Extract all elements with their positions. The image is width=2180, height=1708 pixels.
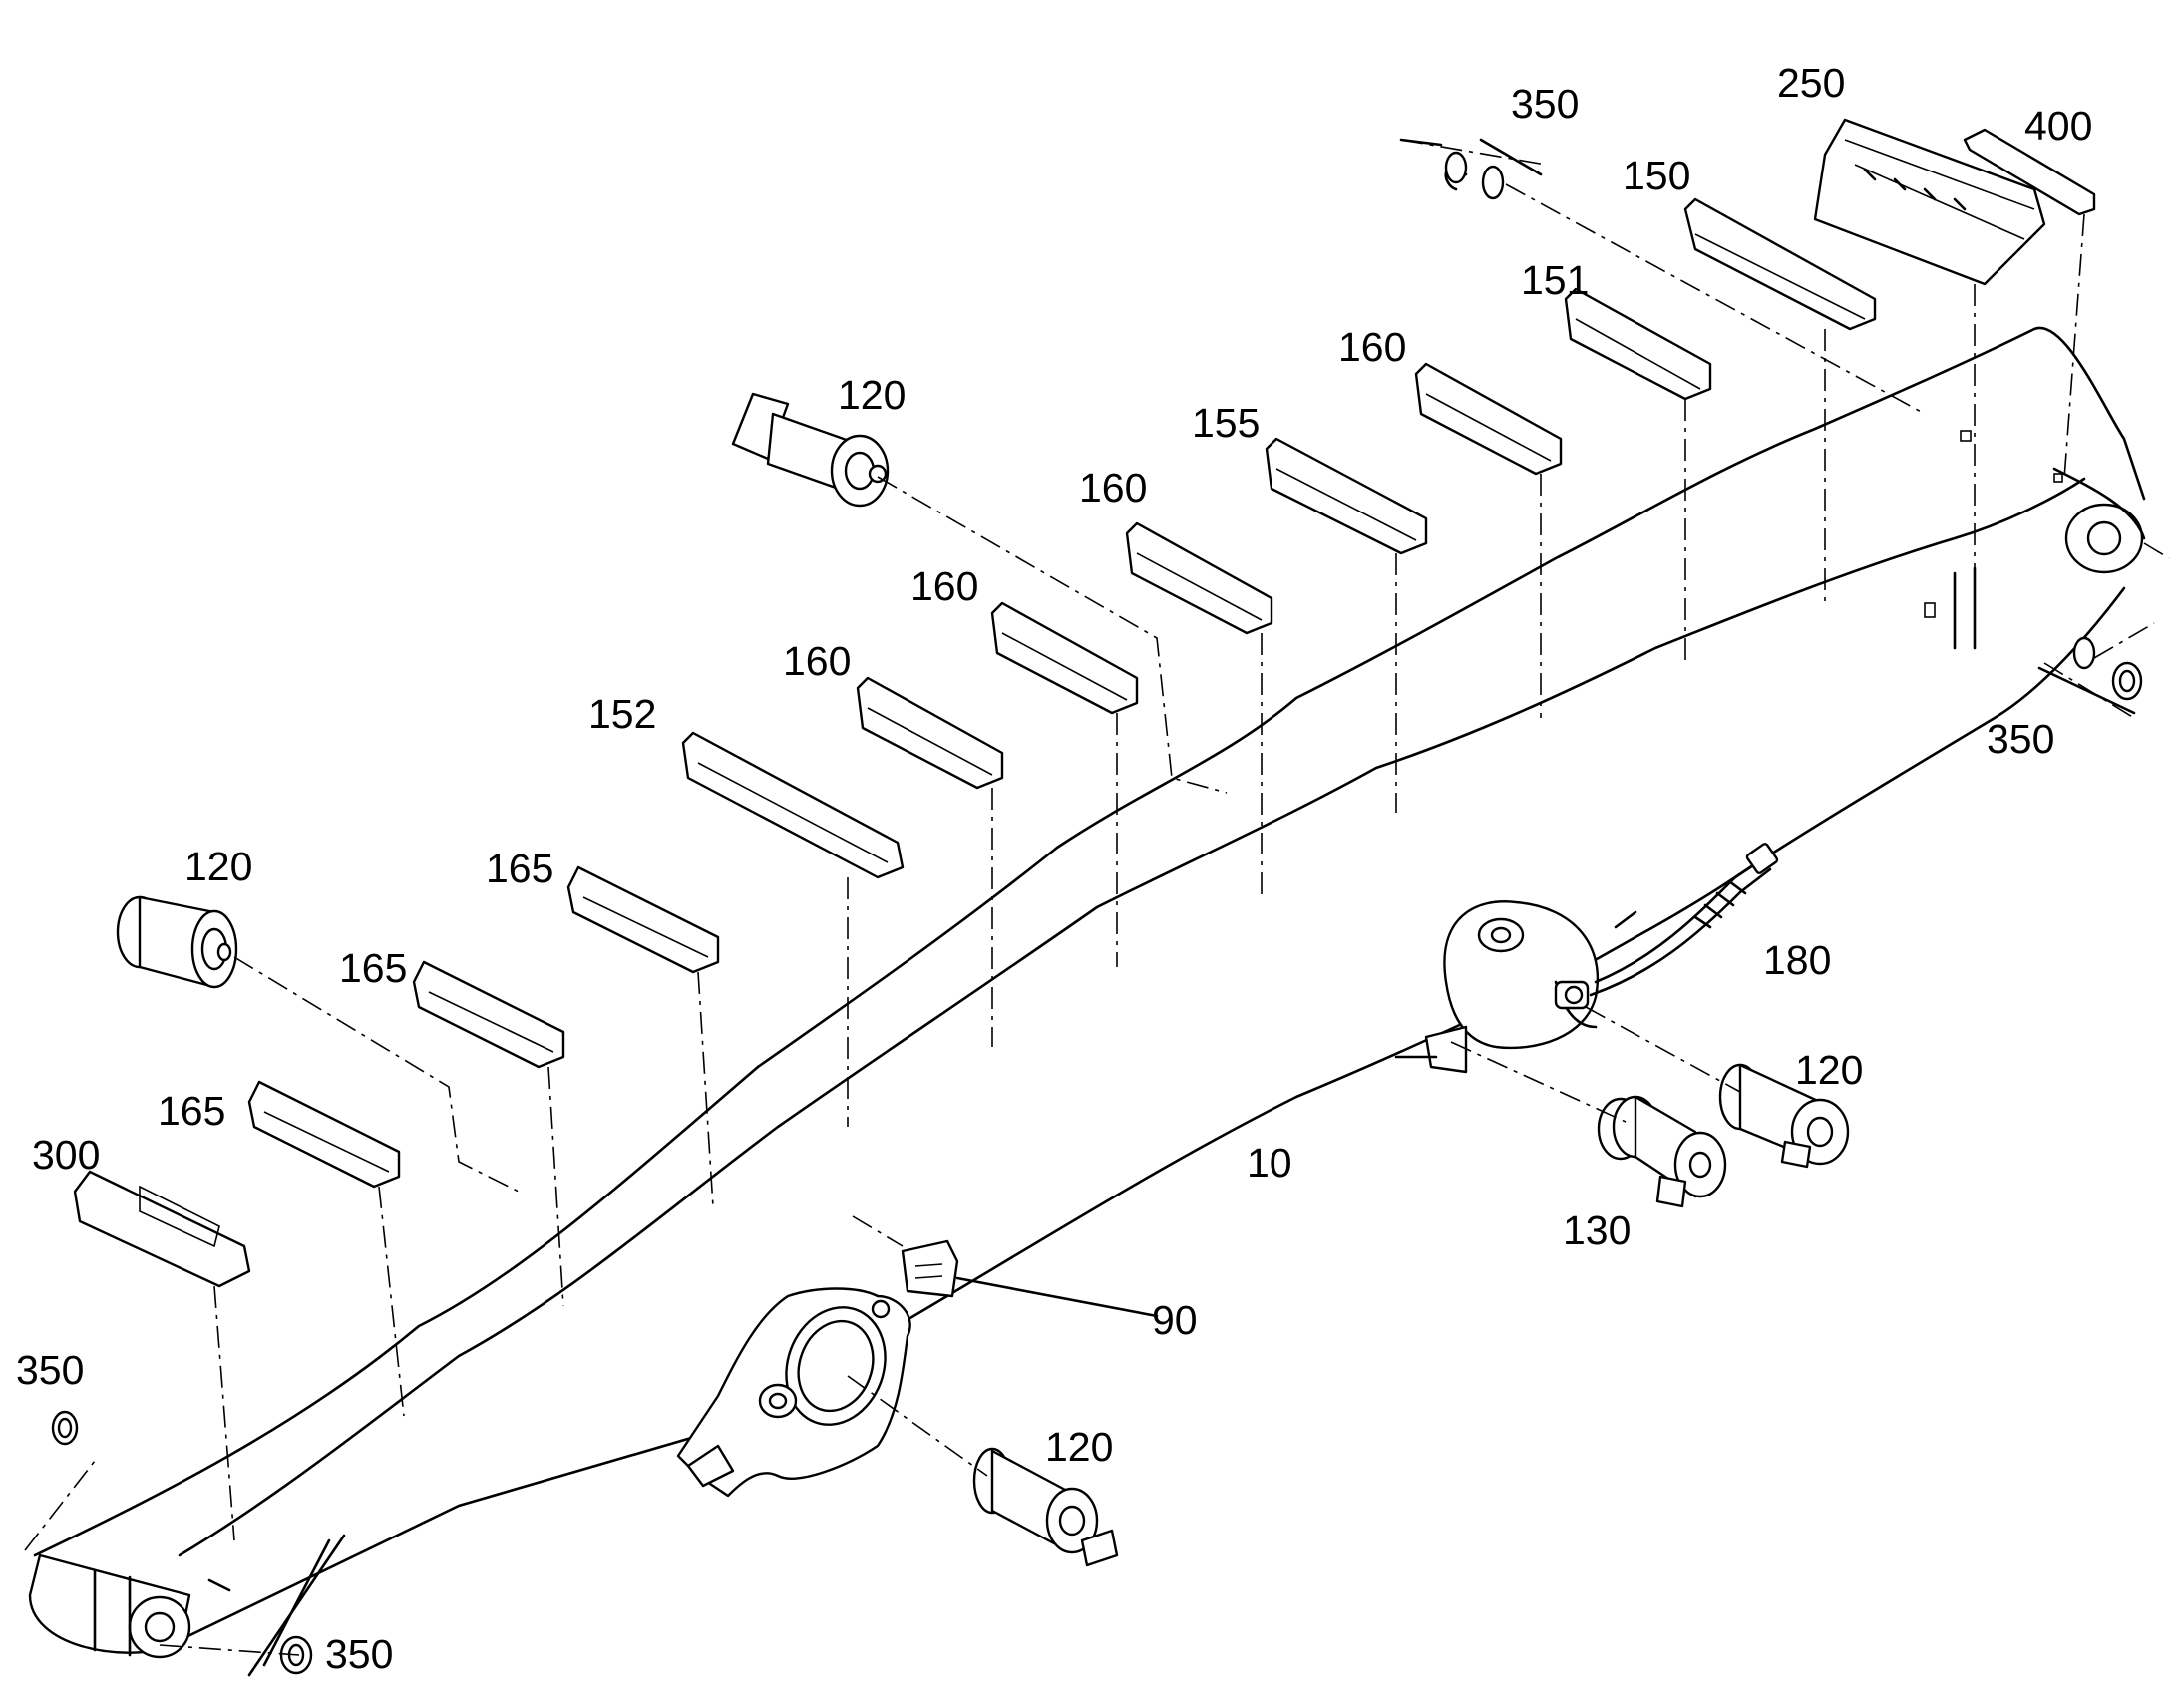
- callout-90: 90: [1152, 1297, 1198, 1343]
- callout-151: 151: [1521, 257, 1589, 303]
- callout-labels: 350 250 400 150 151 160 155 160 160 160 …: [16, 60, 2092, 1677]
- hydraulic-hose: [1589, 843, 1779, 997]
- rack-bracket-parts: [73, 118, 2096, 1288]
- callout-10: 10: [1247, 1140, 1292, 1186]
- callout-180: 180: [1763, 937, 1831, 983]
- callout-400: 400: [2024, 103, 2092, 149]
- callout-120-bottom: 120: [1045, 1424, 1113, 1470]
- pin-130: [1597, 1095, 1727, 1208]
- callout-120-right: 120: [1795, 1047, 1863, 1093]
- callout-350-bottom: 350: [325, 1631, 393, 1677]
- pin-120-right: [1718, 1063, 1850, 1169]
- callout-160-a: 160: [1338, 324, 1406, 370]
- pin-120-bottom: [972, 1447, 1119, 1567]
- boom-right-end-tube: [2052, 467, 2146, 574]
- cylinder-mount-housing: [1394, 900, 1600, 1074]
- callout-250: 250: [1777, 60, 1845, 106]
- pin-120-left: [116, 895, 238, 989]
- callout-350-top: 350: [1511, 81, 1579, 127]
- callout-120-left: 120: [184, 844, 252, 889]
- assembly-centerlines: [24, 138, 2170, 1656]
- callout-150: 150: [1623, 153, 1690, 198]
- callout-165-c: 165: [158, 1088, 225, 1134]
- callout-152: 152: [588, 691, 656, 737]
- washers-350: [51, 151, 2143, 1675]
- callout-350-left: 350: [16, 1347, 84, 1393]
- boom-left-end-tube: [28, 1553, 231, 1659]
- callout-160-b: 160: [1079, 465, 1147, 511]
- callout-160-d: 160: [783, 638, 851, 684]
- callout-120-top: 120: [838, 372, 906, 418]
- pin-120-top: [731, 392, 890, 508]
- callout-350-right: 350: [1987, 716, 2054, 762]
- callout-130: 130: [1563, 1207, 1631, 1253]
- callout-165-b: 165: [339, 945, 407, 991]
- boom-arm: [33, 326, 2146, 1677]
- callout-300: 300: [32, 1132, 100, 1178]
- part-90-plate: [901, 1239, 959, 1298]
- callout-155: 155: [1192, 400, 1260, 446]
- pivot-bracket: [676, 1287, 911, 1498]
- callout-165-a: 165: [486, 846, 553, 891]
- callout-160-c: 160: [910, 563, 978, 609]
